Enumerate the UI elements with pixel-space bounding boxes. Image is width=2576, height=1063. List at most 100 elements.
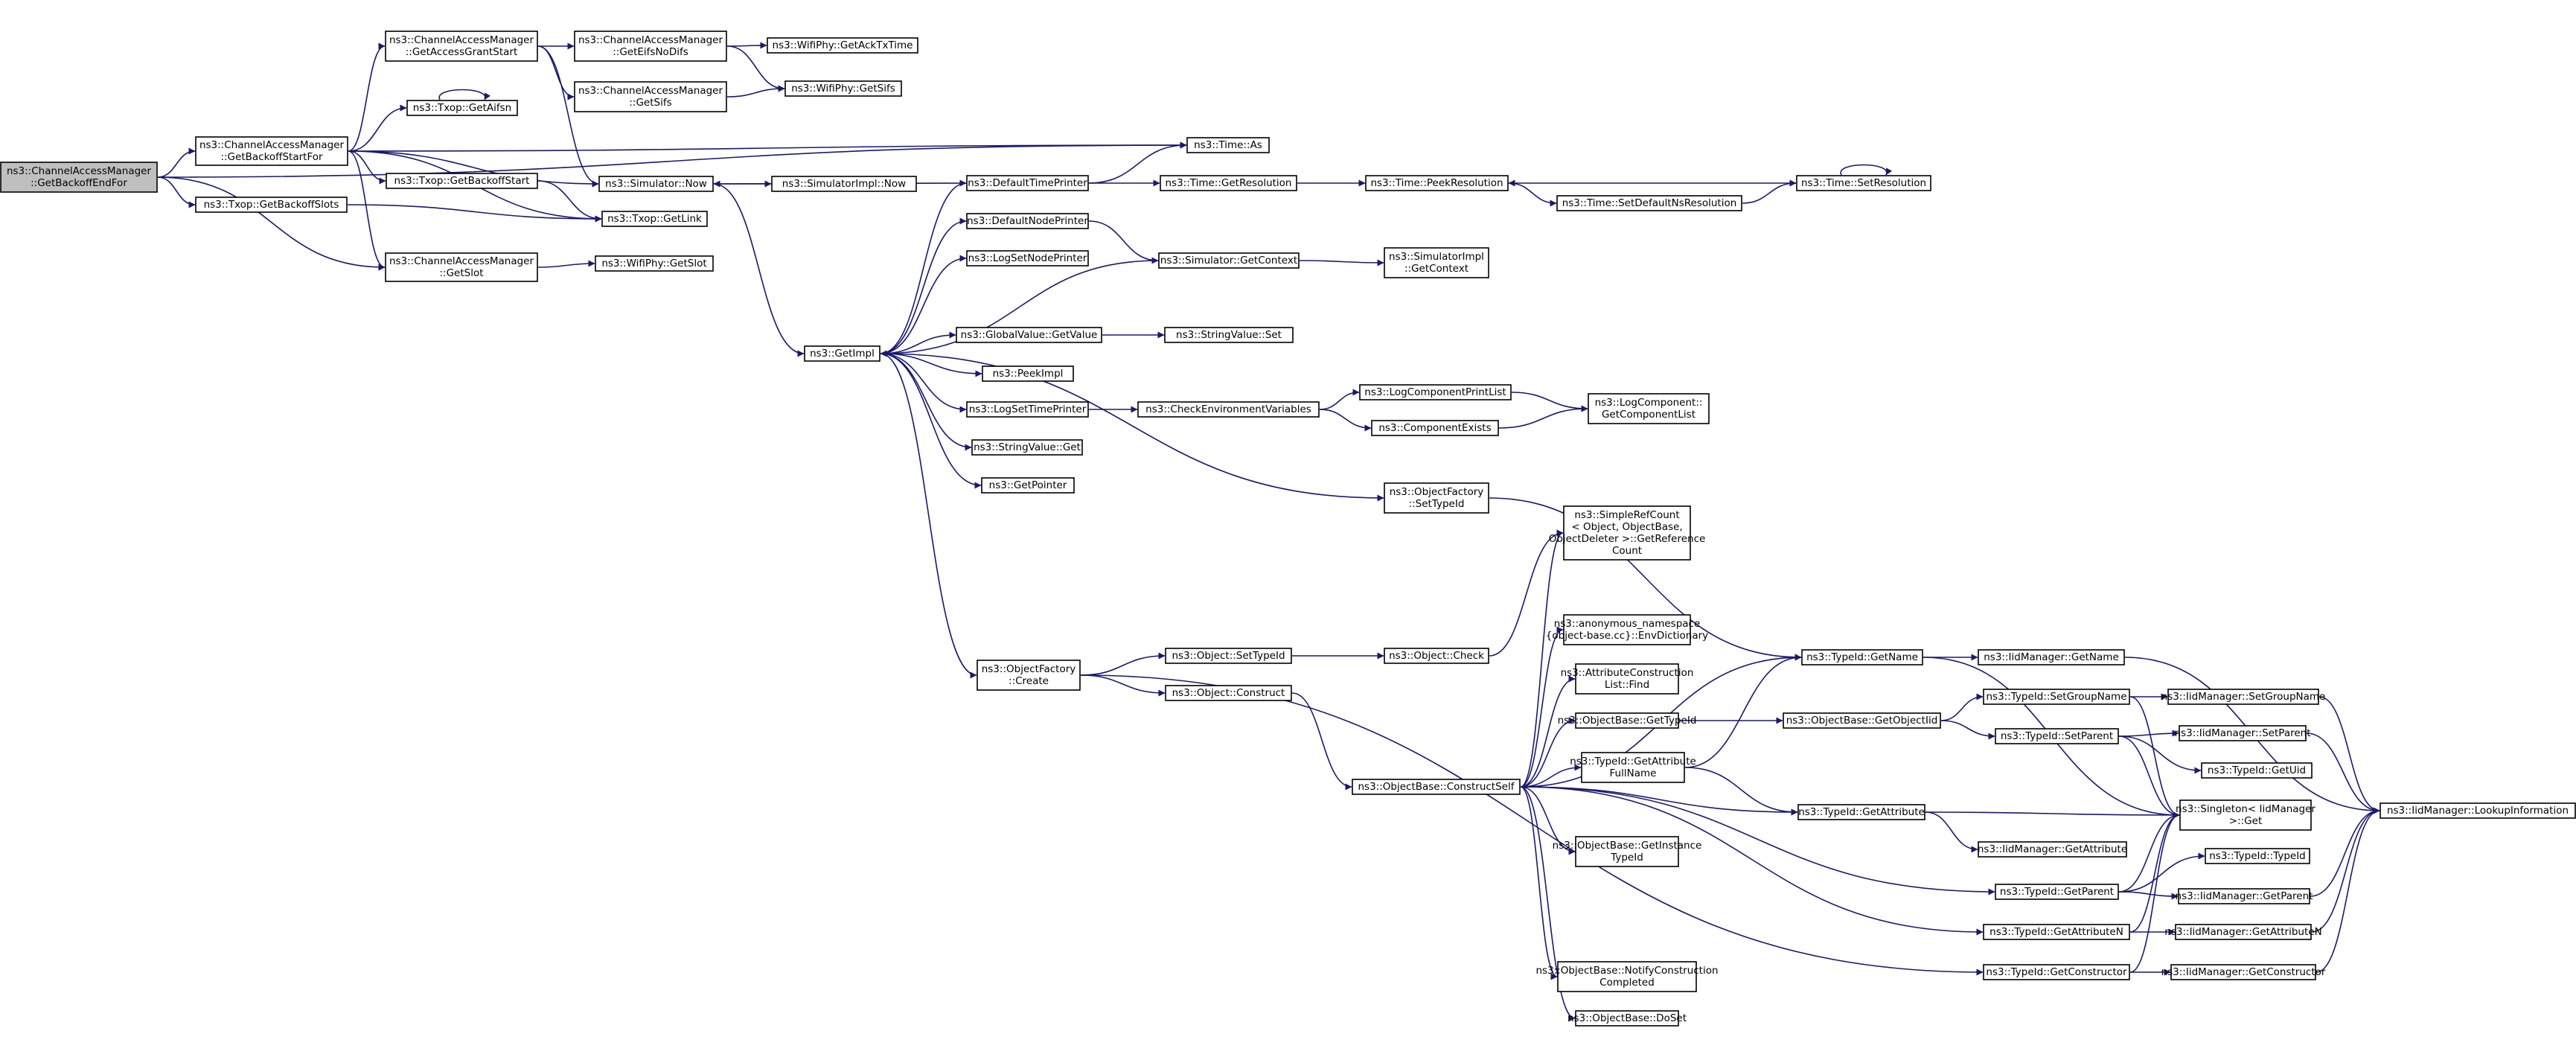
node-ns3-object-settypeid[interactable]: ns3::Object::SetTypeId bbox=[1165, 648, 1292, 664]
node-ns3-wifiphy-getslot[interactable]: ns3::WifiPhy::GetSlot bbox=[595, 255, 714, 272]
node-ns3-iidmanager-getattributen[interactable]: ns3::IidManager::GetAttributeN bbox=[2164, 924, 2322, 940]
node-label: ns3::Time::PeekResolution bbox=[1370, 177, 1503, 189]
node-ns3-txop-getaifsn[interactable]: ns3::Txop::GetAifsn bbox=[406, 100, 518, 116]
node-ns3-typeid-getname[interactable]: ns3::TypeId::GetName bbox=[1801, 649, 1923, 665]
node-ns3-simulatorimpl-now[interactable]: ns3::SimulatorImpl::Now bbox=[771, 176, 917, 192]
node-ns3-objectbase-gettypeid[interactable]: ns3::ObjectBase::GetTypeId bbox=[1558, 712, 1697, 729]
node-ns3-componentexists[interactable]: ns3::ComponentExists bbox=[1371, 420, 1499, 436]
node-box bbox=[2178, 888, 2310, 904]
node-box bbox=[2179, 799, 2312, 831]
node-ns3-simulator-getcontext[interactable]: ns3::Simulator::GetContext bbox=[1158, 252, 1300, 269]
node-ns3-channelaccessmanager-getslot[interactable]: ns3::ChannelAccessManager::GetSlot bbox=[385, 252, 538, 282]
node-ns3-stringvalue-set[interactable]: ns3::StringValue::Set bbox=[1164, 327, 1294, 343]
node-ns3-objectfactory-create[interactable]: ns3::ObjectFactory::Create bbox=[977, 660, 1081, 691]
node-ns3-logcomponentprintlist[interactable]: ns3::LogComponentPrintList bbox=[1359, 384, 1512, 400]
node-label: ns3::Object::Check bbox=[1389, 650, 1484, 662]
node-box bbox=[971, 439, 1083, 456]
node-box bbox=[1783, 712, 1941, 729]
node-box bbox=[0, 162, 158, 193]
node-ns3-typeid-getattribute[interactable]: ns3::TypeId::GetAttribute bbox=[1797, 804, 1925, 820]
node-ns3-wifiphy-getsifs[interactable]: ns3::WifiPhy::GetSifs bbox=[784, 80, 902, 97]
node-ns3-getimpl[interactable]: ns3::GetImpl bbox=[804, 345, 880, 362]
edge-n11-to-n12 bbox=[537, 260, 595, 268]
node-ns3-iidmanager-getname[interactable]: ns3::IidManager::GetName bbox=[1978, 649, 2125, 665]
node-label: ns3::WifiPhy::GetSifs bbox=[791, 83, 895, 95]
node-ns3-txop-getbackoffstart[interactable]: ns3::Txop::GetBackoffStart bbox=[386, 173, 538, 189]
edge-n45-to-n37 bbox=[1520, 529, 1564, 788]
node-box bbox=[1165, 648, 1292, 664]
node-ns3-getpointer[interactable]: ns3::GetPointer bbox=[981, 477, 1075, 494]
node-box bbox=[1160, 175, 1297, 191]
node-box bbox=[1575, 836, 1679, 867]
node-ns3-peekimpl[interactable]: ns3::PeekImpl bbox=[982, 365, 1074, 382]
node-box bbox=[195, 136, 348, 166]
node-ns3-simulator-now[interactable]: ns3::Simulator::Now bbox=[598, 176, 714, 192]
node-ns3-txop-getbackoffslots[interactable]: ns3::Txop::GetBackoffSlots bbox=[195, 197, 348, 213]
node-label: ns3::ChannelAccessManager bbox=[199, 139, 345, 151]
node-ns3-txop-getlink[interactable]: ns3::Txop::GetLink bbox=[601, 211, 708, 227]
node-ns3-iidmanager-setgroupname[interactable]: ns3::IidManager::SetGroupName bbox=[2161, 689, 2326, 705]
node-box bbox=[1186, 137, 1270, 153]
node-box bbox=[1371, 420, 1499, 436]
node-ns3-simplerefcount-object-objectbase-objectdeleter-getreference-count[interactable]: ns3::SimpleRefCount< Object, ObjectBase,… bbox=[1549, 505, 1706, 561]
edge-n8-to-n10 bbox=[537, 180, 602, 223]
node-ns3-typeid-setparent[interactable]: ns3::TypeId::SetParent bbox=[1995, 728, 2119, 744]
node-label: List::Find bbox=[1605, 679, 1649, 691]
node-ns3-globalvalue-getvalue[interactable]: ns3::GlobalValue::GetValue bbox=[956, 327, 1102, 343]
node-ns3-wifiphy-getacktxtime[interactable]: ns3::WifiPhy::GetAckTxTime bbox=[767, 37, 918, 54]
node-ns3-time-setresolution[interactable]: ns3::Time::SetResolution bbox=[1796, 175, 1931, 191]
node-ns3-objectbase-getobjectiid[interactable]: ns3::ObjectBase::GetObjectIid bbox=[1783, 712, 1941, 729]
edge-n5-to-n6 bbox=[726, 85, 785, 98]
node-ns3-logsetnodeprinter[interactable]: ns3::LogSetNodePrinter bbox=[966, 250, 1089, 266]
node-box bbox=[1575, 1010, 1679, 1027]
node-ns3-typeid-setgroupname[interactable]: ns3::TypeId::SetGroupName bbox=[1983, 689, 2130, 705]
node-ns3-objectbase-constructself[interactable]: ns3::ObjectBase::ConstructSelf bbox=[1352, 779, 1521, 795]
node-ns3-iidmanager-setparent[interactable]: ns3::IidManager::SetParent bbox=[2175, 725, 2311, 741]
node-ns3-objectbase-doset[interactable]: ns3::ObjectBase::DoSet bbox=[1567, 1010, 1687, 1027]
node-ns3-stringvalue-get[interactable]: ns3::StringValue::Get bbox=[971, 439, 1083, 456]
node-ns3-typeid-getparent[interactable]: ns3::TypeId::GetParent bbox=[1995, 884, 2119, 900]
node-ns3-typeid-getconstructor[interactable]: ns3::TypeId::GetConstructor bbox=[1983, 964, 2130, 980]
node-box bbox=[1563, 614, 1691, 645]
node-ns3-channelaccessmanager-getsifs[interactable]: ns3::ChannelAccessManager::GetSifs bbox=[574, 81, 727, 112]
node-ns3-typeid-typeid[interactable]: ns3::TypeId::TypeId bbox=[2205, 848, 2310, 864]
node-ns3-time-setdefaultnsresolution[interactable]: ns3::Time::SetDefaultNsResolution bbox=[1556, 195, 1742, 211]
edge-n13-to-n16 bbox=[713, 183, 805, 357]
node-ns3-logcomponent-getcomponentlist[interactable]: ns3::LogComponent::GetComponentList bbox=[1588, 393, 1710, 424]
node-ns3-time-as[interactable]: ns3::Time::As bbox=[1186, 137, 1270, 153]
node-ns3-channelaccessmanager-geteifsnodifs[interactable]: ns3::ChannelAccessManager::GetEifsNoDifs bbox=[574, 31, 727, 62]
node-ns3-checkenvironmentvariables[interactable]: ns3::CheckEnvironmentVariables bbox=[1137, 401, 1320, 418]
node-ns3-channelaccessmanager-getbackoffstartfor[interactable]: ns3::ChannelAccessManager::GetBackoffSta… bbox=[195, 136, 348, 166]
node-ns3-channelaccessmanager-getaccessgrantstart[interactable]: ns3::ChannelAccessManager::GetAccessGran… bbox=[385, 31, 538, 62]
node-ns3-object-construct[interactable]: ns3::Object::Construct bbox=[1165, 685, 1292, 701]
node-ns3-iidmanager-lookupinformation[interactable]: ns3::IidManager::LookupInformation bbox=[2380, 802, 2576, 819]
node-ns3-iidmanager-getparent[interactable]: ns3::IidManager::GetParent bbox=[2176, 888, 2313, 904]
node-ns3-typeid-getattributen[interactable]: ns3::TypeId::GetAttributeN bbox=[1983, 924, 2130, 940]
node-ns3-defaultnodeprinter[interactable]: ns3::DefaultNodePrinter bbox=[966, 213, 1089, 229]
node-ns3-typeid-getuid[interactable]: ns3::TypeId::GetUid bbox=[2201, 762, 2313, 779]
node-ns3-object-check[interactable]: ns3::Object::Check bbox=[1384, 648, 1489, 664]
node-label: ns3::TypeId::GetUid bbox=[2208, 764, 2306, 776]
node-ns3-singleton-iidmanager-get[interactable]: ns3::Singleton< IidManager>::Get bbox=[2176, 799, 2315, 831]
node-label: ns3::TypeId::SetParent bbox=[2001, 730, 2113, 742]
node-ns3-time-getresolution[interactable]: ns3::Time::GetResolution bbox=[1160, 175, 1297, 191]
node-ns3-simulatorimpl-getcontext[interactable]: ns3::SimulatorImpl::GetContext bbox=[1384, 247, 1489, 278]
node-box bbox=[1575, 712, 1679, 729]
node-ns3-channelaccessmanager-getbackoffendfor[interactable]: ns3::ChannelAccessManager::GetBackoffEnd… bbox=[0, 162, 158, 193]
edge-n0-to-n11 bbox=[157, 176, 386, 271]
node-ns3-iidmanager-getattribute[interactable]: ns3::IidManager::GetAttribute bbox=[1978, 841, 2127, 858]
edge-n62-to-n59 bbox=[2118, 811, 2180, 893]
node-ns3-time-peekresolution[interactable]: ns3::Time::PeekResolution bbox=[1365, 175, 1509, 191]
node-box bbox=[1384, 482, 1489, 514]
edge-n1-to-n2 bbox=[348, 42, 386, 152]
node-ns3-logsettimeprinter[interactable]: ns3::LogSetTimePrinter bbox=[966, 401, 1089, 418]
node-ns3-iidmanager-getconstructor[interactable]: ns3::IidManager::GetConstructor bbox=[2161, 964, 2326, 980]
node-box bbox=[966, 401, 1089, 418]
node-ns3-anonymous-namespace-object-base-cc-envdictionary[interactable]: ns3::anonymous_namespace{object-base.cc}… bbox=[1546, 614, 1708, 645]
node-ns3-objectbase-notifyconstruction-completed[interactable]: ns3::ObjectBase::NotifyConstructionCompl… bbox=[1535, 961, 1719, 992]
node-ns3-objectfactory-settypeid[interactable]: ns3::ObjectFactory::SetTypeId bbox=[1384, 482, 1489, 514]
node-ns3-defaulttimeprinter[interactable]: ns3::DefaultTimePrinter bbox=[966, 175, 1089, 191]
